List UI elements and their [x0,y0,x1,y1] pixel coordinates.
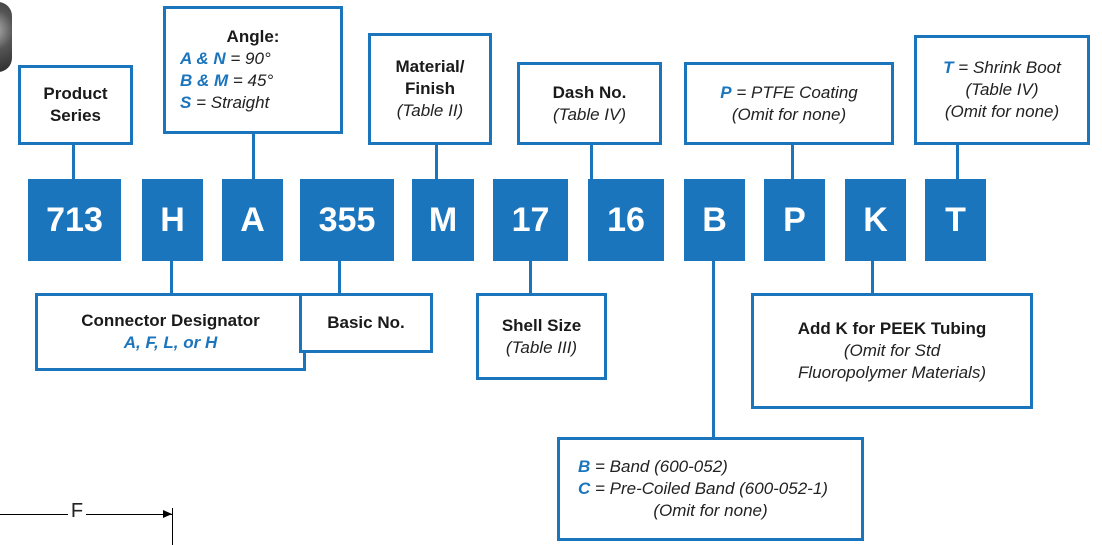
material-line1: Material/ [395,57,465,76]
connector-title: Connector Designator [81,311,260,330]
basic-no-box: Basic No. [299,293,433,353]
dimension-label: F [70,500,84,522]
shrink-boot-box: T = Shrink Boot (Table IV) (Omit for non… [914,35,1090,145]
shrink-option: T = Shrink Boot [943,58,1061,77]
dimension-arrow-icon [163,510,172,518]
dimension-line-right [86,514,172,515]
line-angle [252,134,255,179]
material-finish-box: Material/ Finish (Table II) [368,33,492,145]
ptfe-option: P = PTFE Coating [720,82,858,102]
dimension-line-left [0,514,68,515]
shrink-omit: (Omit for none) [944,102,1060,121]
ptfe-omit: (Omit for none) [731,104,847,124]
angle-box: Angle: A & N = 90° B & M = 45° S = Strai… [163,6,343,134]
material-table: (Table II) [396,101,464,120]
line-product-series [72,145,75,179]
basic-title: Basic No. [327,313,405,332]
ptfe-coating-box: P = PTFE Coating (Omit for none) [684,62,894,145]
product-series-line2: Series [49,106,102,125]
code-block-h: H [142,179,203,261]
connector-image-fragment [0,2,12,72]
angle-option-straight: S = Straight [180,93,270,112]
code-block-713: 713 [28,179,121,261]
line-connector [170,261,173,293]
dash-title: Dash No. [552,82,627,102]
code-block-a: A [222,179,283,261]
dash-table: (Table IV) [552,104,627,124]
shell-size-box: Shell Size (Table III) [476,293,607,380]
angle-option-90: A & N = 90° [180,49,271,68]
line-shell [529,261,532,293]
line-material [435,145,438,179]
connector-options: A, F, L, or H [123,333,218,352]
angle-option-45: B & M = 45° [180,71,274,90]
shrink-table: (Table IV) [965,80,1039,99]
band-option-b: B = Band (600-052) [578,457,728,476]
band-omit: (Omit for none) [653,501,768,520]
line-band [712,261,715,438]
shell-table: (Table III) [505,337,578,357]
peek-title: Add K for PEEK Tubing [797,319,987,338]
line-shrink [956,145,959,179]
code-block-m: M [412,179,474,261]
product-series-line1: Product [43,84,108,103]
code-block-t: T [925,179,986,261]
shell-title: Shell Size [501,315,582,335]
code-block-16: 16 [588,179,664,261]
code-block-p: P [764,179,825,261]
material-line2: Finish [404,79,456,98]
peek-tubing-box: Add K for PEEK Tubing (Omit for Std Fluo… [751,293,1033,409]
band-box: B = Band (600-052) C = Pre-Coiled Band (… [557,437,864,541]
line-peek [871,261,874,293]
connector-designator-box: Connector Designator A, F, L, or H [35,293,306,371]
dash-no-box: Dash No. (Table IV) [517,62,662,145]
dimension-tick [172,508,173,545]
code-block-17: 17 [493,179,568,261]
angle-title: Angle: [226,27,280,46]
peek-omit-line2: Fluoropolymer Materials) [798,363,986,382]
line-ptfe [791,145,794,179]
line-basic [338,261,341,293]
code-block-k: K [845,179,906,261]
band-option-c: C = Pre-Coiled Band (600-052-1) [578,479,828,498]
product-series-box: Product Series [18,65,133,145]
code-block-b: B [684,179,745,261]
peek-omit-line1: (Omit for Std [843,341,941,360]
line-dash [590,145,593,179]
code-block-355: 355 [300,179,394,261]
